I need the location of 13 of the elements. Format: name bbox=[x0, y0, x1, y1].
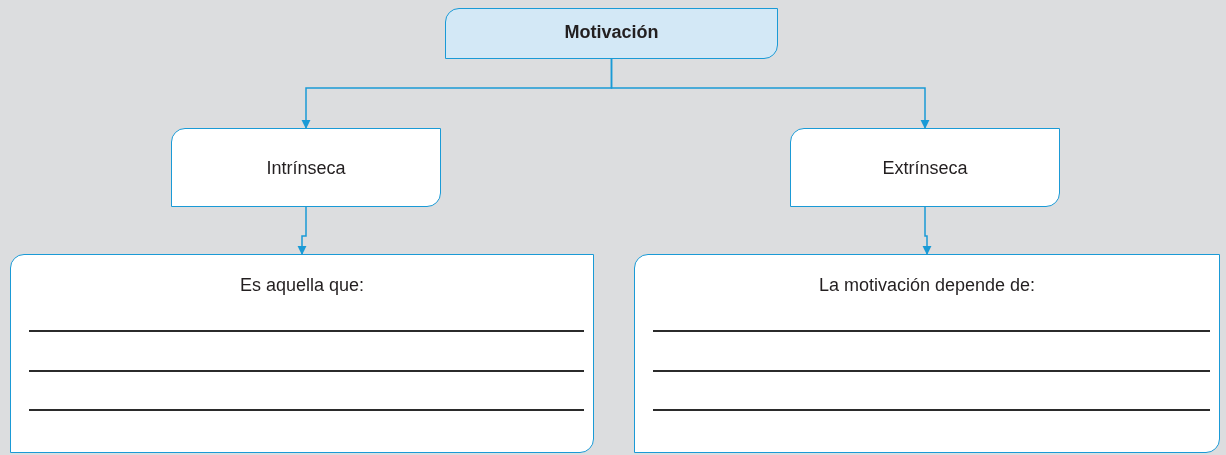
box-label: Extrínseca bbox=[881, 158, 969, 179]
box-label: Motivación bbox=[563, 22, 660, 43]
box-label: Intrínseca bbox=[265, 158, 347, 179]
concept-box bbox=[10, 254, 594, 453]
concept-box bbox=[445, 8, 778, 59]
arrow bbox=[922, 206, 932, 255]
arrow bbox=[610, 58, 930, 129]
concept-box bbox=[634, 254, 1220, 453]
concept-box bbox=[171, 128, 441, 207]
concept-box bbox=[790, 128, 1060, 207]
box-label: Es aquella que: bbox=[238, 275, 366, 296]
arrow bbox=[297, 206, 307, 255]
box-label: La motivación depende de: bbox=[817, 275, 1037, 296]
